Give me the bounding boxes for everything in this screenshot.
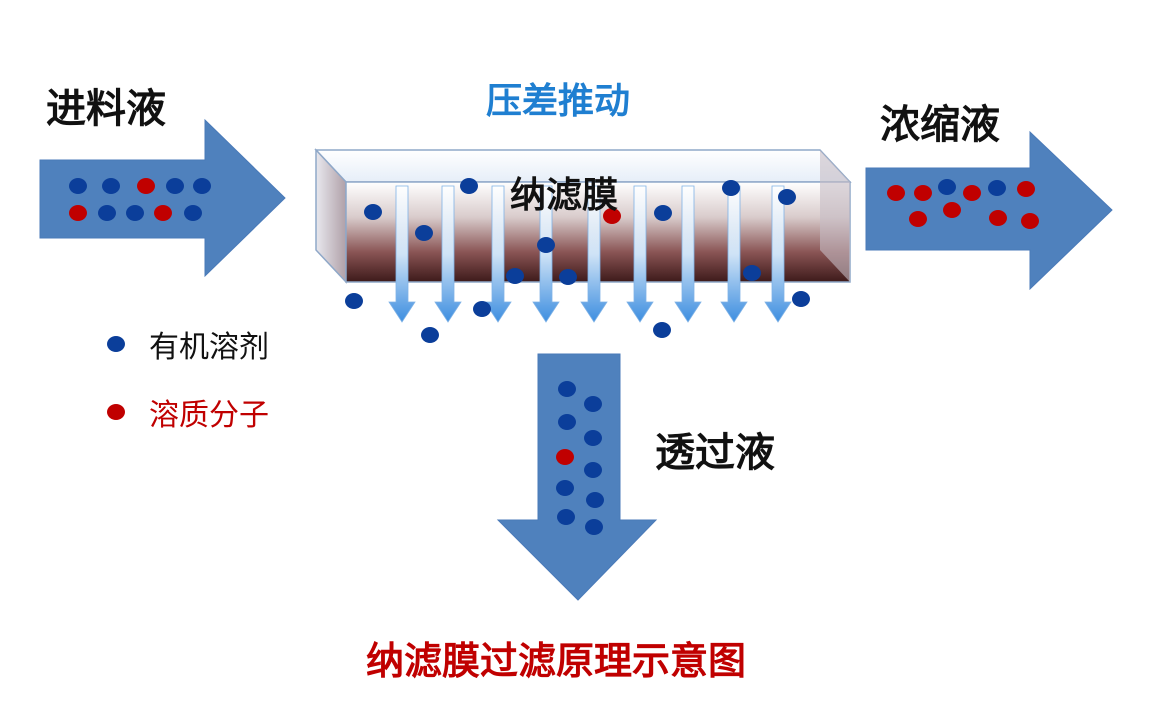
solute-molecule [603, 208, 621, 224]
solvent-molecule [584, 396, 602, 412]
flow-arrows [388, 185, 792, 323]
feed-arrow [39, 118, 286, 278]
legend-item-solute: 溶质分子 [107, 390, 269, 434]
solvent-molecule [792, 291, 810, 307]
solvent-molecule [558, 414, 576, 430]
feed-label: 进料液 [46, 86, 166, 132]
solvent-molecule [98, 205, 116, 221]
solute-molecule [914, 185, 932, 201]
solvent-molecule [778, 189, 796, 205]
solvent-molecule [364, 204, 382, 220]
flow-arrow [764, 185, 792, 323]
solvent-molecule [193, 178, 211, 194]
solute-molecule [154, 205, 172, 221]
solvent-molecule [537, 237, 555, 253]
solvent-molecule [506, 268, 524, 284]
solute-molecule [556, 449, 574, 465]
solute-molecule [137, 178, 155, 194]
solvent-molecule [586, 492, 604, 508]
concentrate-label: 浓缩液 [880, 102, 1000, 148]
solute-dot-icon [107, 404, 125, 420]
flow-arrow [388, 185, 416, 323]
solvent-molecule [988, 180, 1006, 196]
solvent-molecule [584, 462, 602, 478]
solvent-molecule [126, 205, 144, 221]
permeate-arrow [496, 353, 658, 601]
solvent-molecule [184, 205, 202, 221]
flow-arrow [674, 185, 702, 323]
flow-arrow [720, 185, 748, 323]
solvent-molecule [585, 519, 603, 535]
flow-arrow [626, 185, 654, 323]
flow-arrow [532, 185, 560, 323]
concentrate-arrow [865, 130, 1113, 291]
solvent-molecule [743, 265, 761, 281]
molecules [69, 178, 1039, 535]
solvent-molecule [558, 381, 576, 397]
solvent-molecule [584, 430, 602, 446]
solute-molecule [943, 202, 961, 218]
solvent-molecule [473, 301, 491, 317]
solvent-molecule [460, 178, 478, 194]
solute-molecule [963, 185, 981, 201]
solute-molecule [69, 205, 87, 221]
solvent-molecule [415, 225, 433, 241]
solvent-molecule [345, 293, 363, 309]
solute-molecule [909, 211, 927, 227]
solvent-molecule [102, 178, 120, 194]
solute-molecule [887, 185, 905, 201]
legend-label: 溶质分子 [149, 398, 269, 433]
flow-arrow [434, 185, 462, 323]
legend-item-solvent: 有机溶剂 [107, 322, 269, 366]
solvent-molecule [557, 509, 575, 525]
solvent-molecule [421, 327, 439, 343]
diagram-caption: 纳滤膜过滤原理示意图 [366, 639, 747, 683]
flow-arrow [580, 185, 608, 323]
flow-arrow [484, 185, 512, 323]
solvent-molecule [653, 322, 671, 338]
solvent-molecule [556, 480, 574, 496]
solvent-molecule [559, 269, 577, 285]
permeate-label: 透过液 [655, 430, 775, 476]
membrane-label: 纳滤膜 [510, 175, 619, 216]
solvent-molecule [722, 180, 740, 196]
pressure-label: 压差推动 [486, 81, 631, 122]
legend-label: 有机溶剂 [149, 330, 269, 365]
solute-molecule [1017, 181, 1035, 197]
solute-molecule [989, 210, 1007, 226]
solute-molecule [1021, 213, 1039, 229]
solvent-molecule [69, 178, 87, 194]
solvent-molecule [654, 205, 672, 221]
solvent-molecule [938, 179, 956, 195]
solvent-dot-icon [107, 336, 125, 352]
solvent-molecule [166, 178, 184, 194]
